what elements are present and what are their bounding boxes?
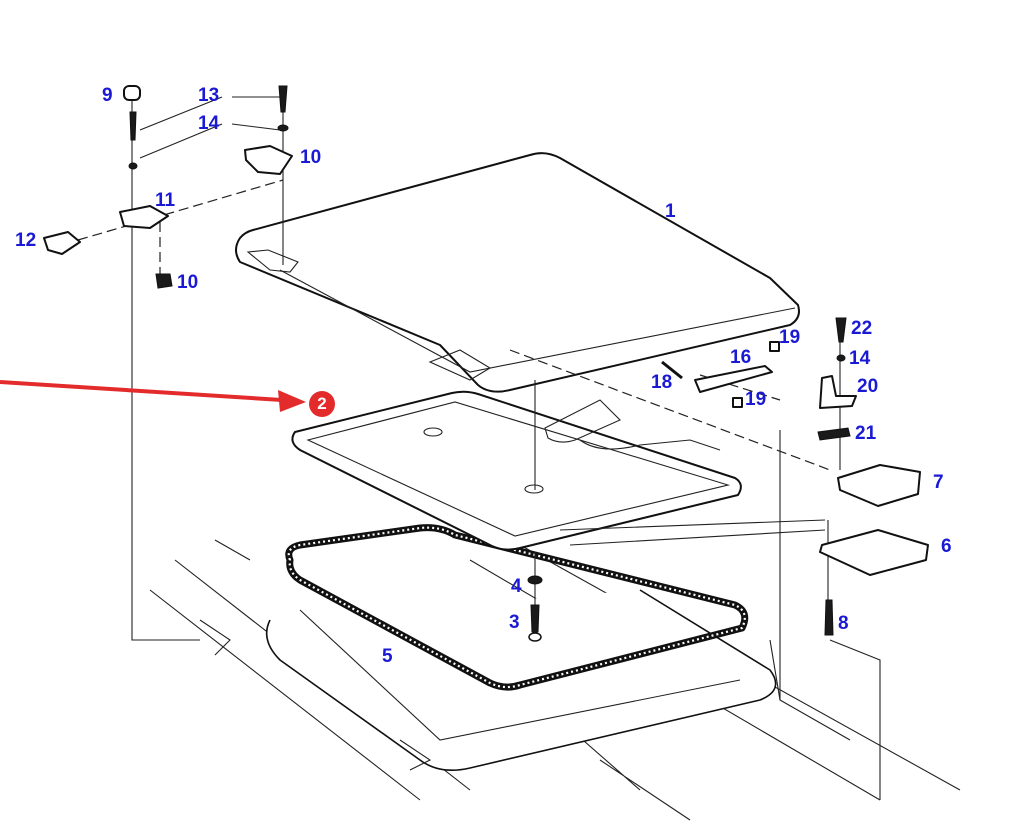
handle-part-7 xyxy=(837,464,921,507)
screw-part-8 xyxy=(824,599,834,636)
bracket-part-6 xyxy=(819,529,929,576)
callout-label-12: 12 xyxy=(15,230,37,251)
highlight-marker[interactable]: 2 xyxy=(309,391,335,417)
callout-label-13: 13 xyxy=(198,85,220,106)
clip-part-19a xyxy=(769,341,780,352)
plate-part-12 xyxy=(43,231,81,255)
gas-strut-part-16 xyxy=(694,365,773,393)
callout-label-14b: 14 xyxy=(849,348,871,369)
plate-part-21 xyxy=(817,427,851,441)
washer-part-14 xyxy=(128,162,138,170)
latch-part-10 xyxy=(244,145,293,175)
hardware-parts xyxy=(43,85,929,642)
highlight-arrow xyxy=(0,380,306,412)
callout-label-19b: 19 xyxy=(745,389,767,410)
callout-label-21: 21 xyxy=(855,423,877,444)
screw-part-22 xyxy=(835,317,847,343)
callout-label-10a: 10 xyxy=(300,147,322,168)
callout-label-16: 16 xyxy=(730,347,752,368)
callout-label-18: 18 xyxy=(651,372,673,393)
hinge-part-11 xyxy=(119,205,169,229)
callout-label-4: 4 xyxy=(511,576,522,597)
callout-label-19a: 19 xyxy=(779,327,801,348)
callout-label-9: 9 xyxy=(102,85,113,106)
roof-structure xyxy=(149,539,961,821)
callout-label-22: 22 xyxy=(851,318,873,339)
callout-label-10b: 10 xyxy=(177,272,199,293)
screw-part-13b xyxy=(278,85,288,113)
washer-part-14b xyxy=(277,124,289,132)
clip-part-10b xyxy=(155,273,173,289)
callout-label-7: 7 xyxy=(933,472,944,493)
pin-part-18 xyxy=(661,360,683,380)
seal-part-5 xyxy=(285,524,749,691)
trim-panel-part-2 xyxy=(291,390,742,551)
screw-part-3 xyxy=(530,604,540,633)
callout-label-11: 11 xyxy=(155,190,176,211)
bracket-part-20 xyxy=(819,375,857,409)
clip-part-19b xyxy=(732,397,743,408)
cap-part-9 xyxy=(123,85,141,101)
screw-part-13 xyxy=(129,111,137,141)
hatch-panel-part-1 xyxy=(235,152,800,393)
washer-part-4 xyxy=(527,575,543,585)
callout-label-5: 5 xyxy=(382,646,393,667)
washer-part-14c xyxy=(836,354,846,362)
callout-label-20: 20 xyxy=(857,376,879,397)
callout-label-14a: 14 xyxy=(198,113,220,134)
callout-label-3: 3 xyxy=(509,612,520,633)
callout-label-8: 8 xyxy=(838,613,849,634)
callout-label-1: 1 xyxy=(665,201,676,222)
callout-label-6: 6 xyxy=(941,536,952,557)
